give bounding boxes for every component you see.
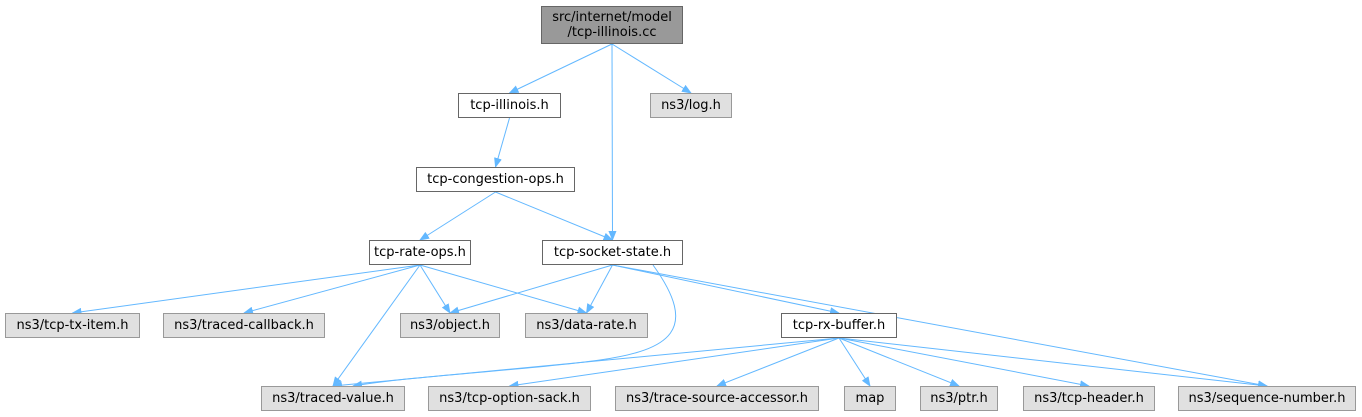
node-ns3-sequence-number-h[interactable]: ns3/sequence-number.h — [1178, 386, 1356, 411]
edge-tcp_socket_state_h-to-ns3_data_rate_h — [586, 264, 613, 314]
node-label: ns3/tcp-option-sack.h — [439, 391, 580, 406]
node-ns3-log-h[interactable]: ns3/log.h — [650, 93, 732, 118]
edge-tcp_socket_state_h-to-ns3_object_h — [449, 264, 613, 315]
edge-tcp_rx_buffer_h-to-ns3_tcp_option_sack_h — [508, 337, 840, 389]
node-label: tcp-socket-state.h — [553, 245, 672, 260]
edge-tcp_rate_ops_h-to-ns3_tcp_tx_item_h — [71, 264, 421, 316]
edge-root-to-tcp_socket_state_h — [608, 43, 617, 241]
node-ns3-ptr-h[interactable]: ns3/ptr.h — [920, 386, 998, 411]
edge-root-to-tcp_illinois_h — [508, 43, 613, 94]
node-label: ns3/ptr.h — [930, 391, 988, 406]
node-label-line1: src/internet/model — [552, 10, 672, 25]
node-label: tcp-congestion-ops.h — [427, 172, 564, 187]
edge-tcp_illinois_h-to-tcp_congestion_ops_h — [494, 117, 510, 168]
edge-root-to-ns3_log_h — [611, 43, 692, 94]
node-tcp-illinois-h[interactable]: tcp-illinois.h — [458, 93, 561, 118]
node-label: ns3/log.h — [661, 98, 721, 113]
edge-tcp_rate_ops_h-to-ns3_traced_callback_h — [243, 264, 421, 315]
node-label: ns3/traced-callback.h — [174, 318, 314, 333]
node-tcp-rate-ops-h[interactable]: tcp-rate-ops.h — [369, 240, 471, 265]
node-ns3-traced-callback-h[interactable]: ns3/traced-callback.h — [163, 313, 325, 338]
edge-tcp_rx_buffer_h-to-ns3_tcp_header_h — [838, 337, 1090, 389]
node-ns3-traced-value-h[interactable]: ns3/traced-value.h — [261, 386, 405, 411]
edge-tcp_rate_ops_h-to-ns3_traced_value_h — [332, 264, 421, 387]
edge-tcp_rate_ops_h-to-ns3_data_rate_h — [419, 264, 588, 315]
node-label-line2: /tcp-illinois.cc — [567, 25, 657, 40]
edge-tcp_congestion_ops_h-to-tcp_socket_state_h — [495, 191, 614, 241]
node-label: ns3/tcp-tx-item.h — [16, 318, 129, 333]
node-tcp-socket-state-h[interactable]: tcp-socket-state.h — [542, 240, 683, 265]
node-ns3-data-rate-h[interactable]: ns3/data-rate.h — [525, 313, 648, 338]
node-label: ns3/traced-value.h — [272, 391, 394, 406]
node-tcp-rx-buffer-h[interactable]: tcp-rx-buffer.h — [781, 313, 897, 338]
node-ns3-tcp-header-h[interactable]: ns3/tcp-header.h — [1023, 386, 1155, 411]
node-label: ns3/tcp-header.h — [1034, 391, 1144, 406]
node-label: map — [855, 391, 885, 406]
edge-tcp_rate_ops_h-to-ns3_object_h — [419, 264, 451, 314]
node-ns3-object-h[interactable]: ns3/object.h — [400, 313, 500, 338]
edge-tcp_rx_buffer_h-to-ns3_ptr_h — [838, 337, 960, 387]
node-map[interactable]: map — [844, 386, 896, 411]
edge-tcp_socket_state_h-to-ns3_sequence_number_h — [612, 264, 1268, 389]
edge-tcp_congestion_ops_h-to-tcp_rate_ops_h — [419, 191, 496, 241]
node-ns3-trace-source-accessor-h[interactable]: ns3/trace-source-accessor.h — [615, 386, 819, 411]
node-label: ns3/data-rate.h — [536, 318, 637, 333]
node-tcp-congestion-ops-h[interactable]: tcp-congestion-ops.h — [416, 167, 575, 192]
edge-tcp_rx_buffer_h-to-map — [838, 337, 871, 387]
node-label: tcp-illinois.h — [470, 98, 549, 113]
node-label: ns3/trace-source-accessor.h — [625, 391, 809, 406]
edge-tcp_rx_buffer_h-to-ns3_traced_value_h — [332, 337, 840, 390]
node-tcp-illinois-cc: src/internet/model /tcp-illinois.cc — [541, 6, 683, 44]
edge-tcp_rx_buffer_h-to-ns3_sequence_number_h — [838, 337, 1268, 389]
edge-tcp_rx_buffer_h-to-ns3_trace_source_accessor_h — [716, 337, 840, 387]
node-label: tcp-rx-buffer.h — [792, 318, 886, 333]
edge-tcp_socket_state_h-to-tcp_rx_buffer_h — [612, 264, 840, 316]
node-label: ns3/object.h — [409, 318, 491, 333]
node-label: tcp-rate-ops.h — [374, 245, 466, 260]
node-ns3-tcp-tx-item-h[interactable]: ns3/tcp-tx-item.h — [5, 313, 140, 338]
node-label: ns3/sequence-number.h — [1188, 391, 1346, 406]
node-ns3-tcp-option-sack-h[interactable]: ns3/tcp-option-sack.h — [428, 386, 591, 411]
